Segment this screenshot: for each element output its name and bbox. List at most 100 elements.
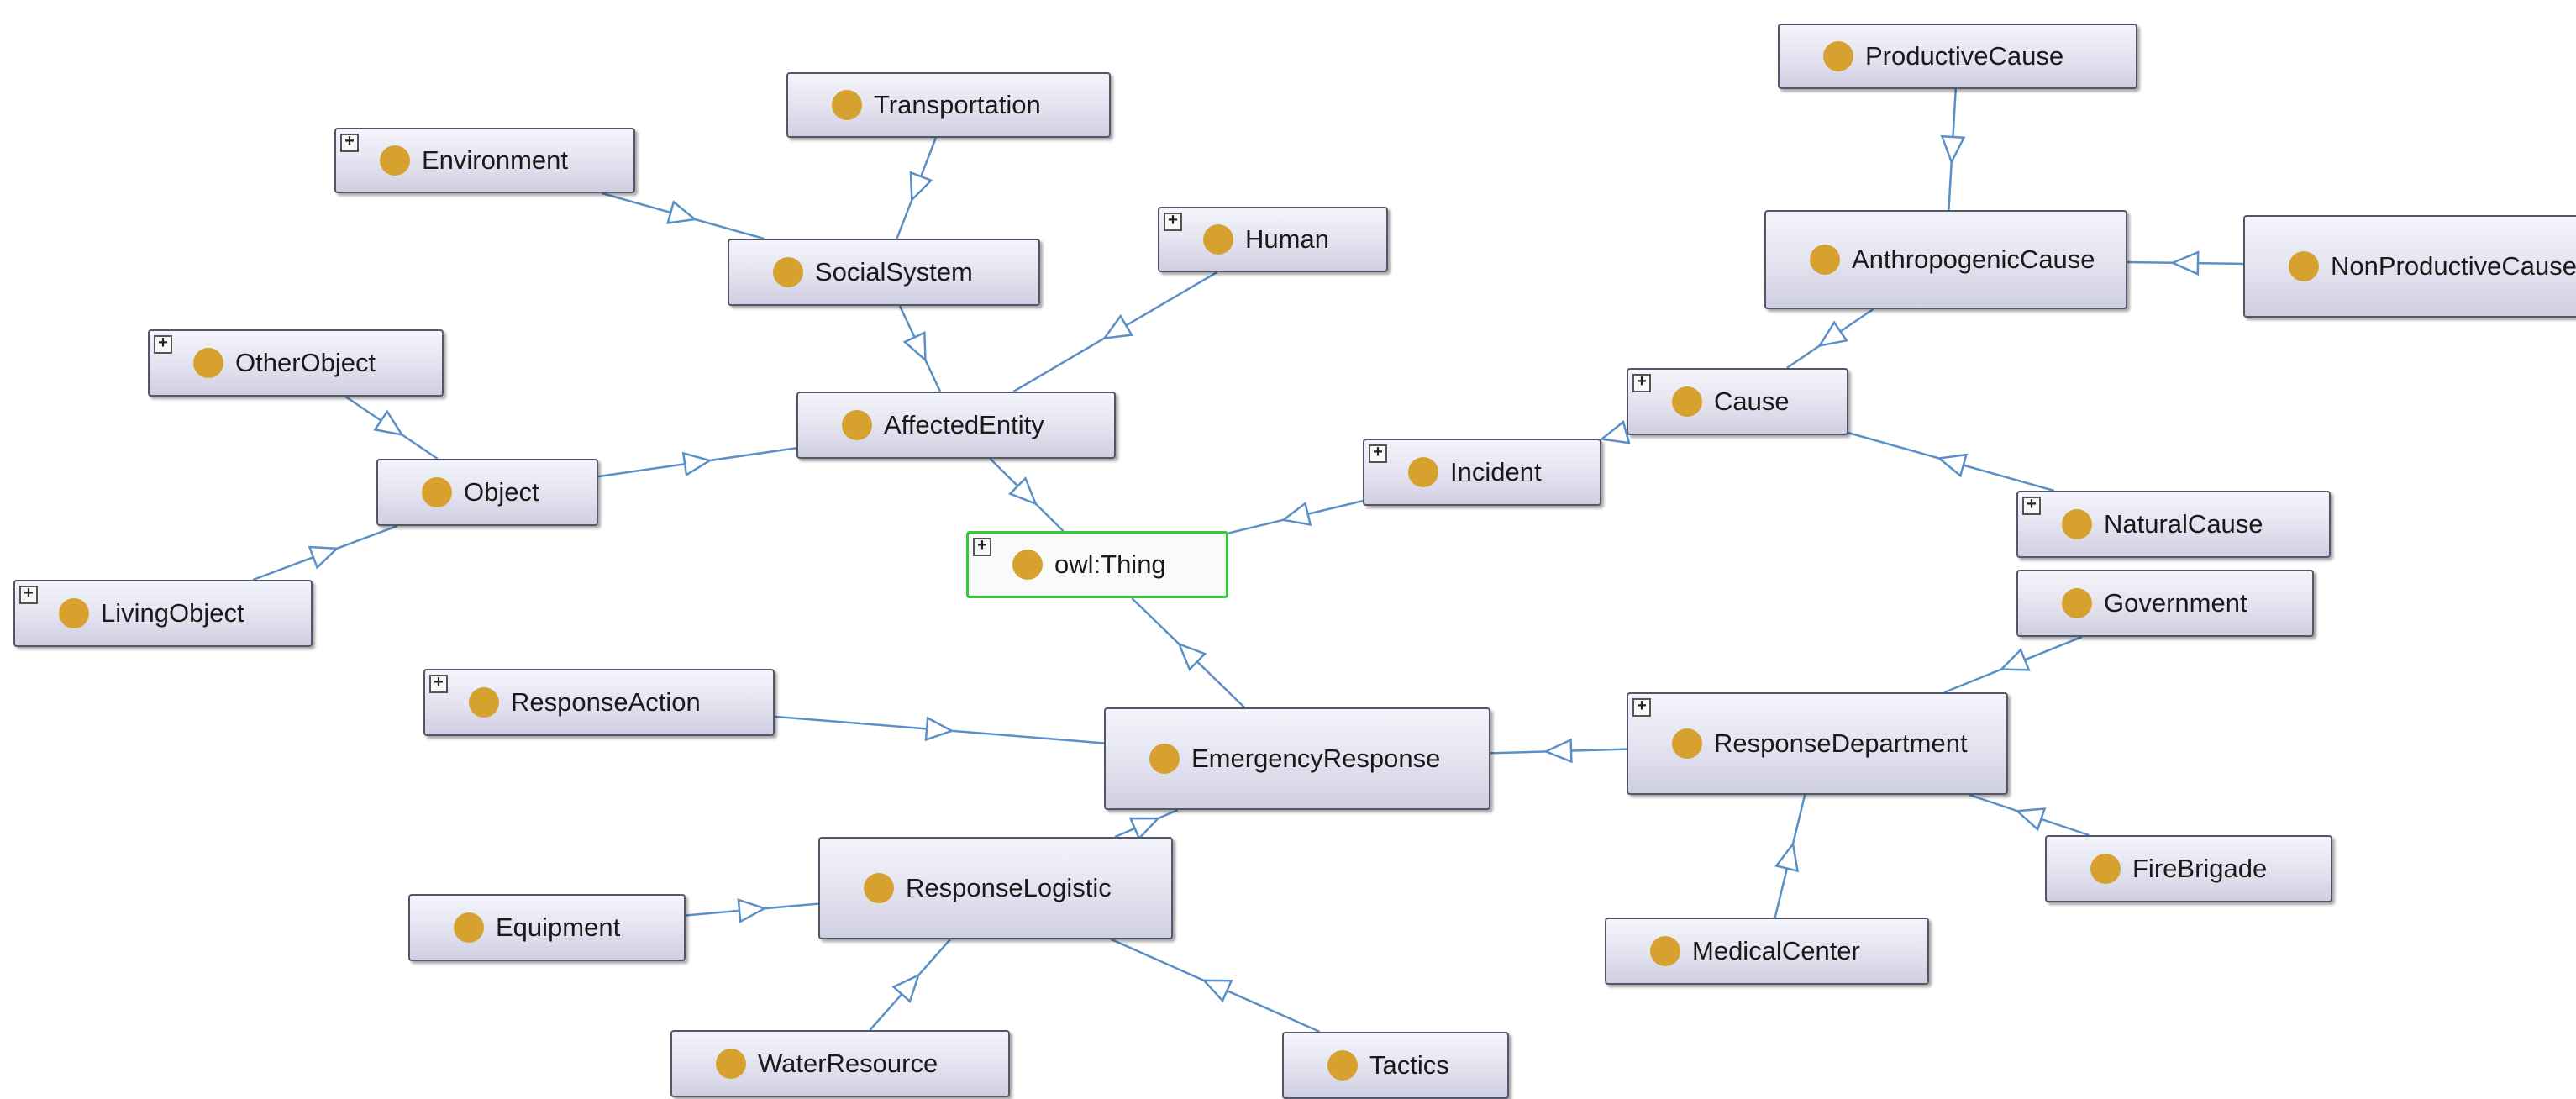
class-node-affected-entity[interactable]: AffectedEntity xyxy=(796,392,1116,459)
class-circle-icon xyxy=(1149,744,1180,774)
class-node-equipment[interactable]: Equipment xyxy=(408,894,686,961)
arrowhead-icon xyxy=(1177,642,1207,672)
expand-icon[interactable]: + xyxy=(154,335,172,354)
class-label: Tactics xyxy=(1369,1050,1449,1080)
subclass-edge-tactics-to-response-logistic xyxy=(1111,938,1321,1033)
arrowhead-icon xyxy=(1007,476,1038,506)
arrowhead-icon xyxy=(666,200,698,224)
class-circle-icon xyxy=(1408,457,1438,487)
arrowhead-icon xyxy=(1599,419,1631,444)
arrowhead-icon xyxy=(373,409,405,437)
class-label: OtherObject xyxy=(235,348,376,377)
class-node-anthropogenic-cause[interactable]: AnthropogenicCause xyxy=(1764,210,2127,309)
arrowhead-icon xyxy=(924,716,955,742)
arrowhead-icon xyxy=(1280,502,1312,527)
arrowhead-icon xyxy=(1543,738,1573,764)
arrowhead-icon xyxy=(1774,841,1800,873)
class-label: LivingObject xyxy=(101,598,244,628)
class-circle-icon xyxy=(1012,550,1043,580)
expand-icon[interactable]: + xyxy=(19,586,38,604)
class-label: Transportation xyxy=(874,90,1041,119)
class-node-social-system[interactable]: SocialSystem xyxy=(728,239,1040,306)
class-label: Equipment xyxy=(496,912,621,942)
subclass-edge-anthropogenic-cause-to-cause xyxy=(1785,308,1874,370)
class-circle-icon xyxy=(454,912,484,943)
class-node-productive-cause[interactable]: ProductiveCause xyxy=(1778,24,2137,89)
class-node-incident[interactable]: + Incident xyxy=(1363,439,1601,506)
arrowhead-icon xyxy=(1936,453,1969,478)
expand-icon[interactable]: + xyxy=(1632,374,1651,392)
class-node-water-resource[interactable]: WaterResource xyxy=(670,1030,1010,1097)
class-label: FireBrigade xyxy=(2132,854,2268,883)
arrowhead-icon xyxy=(2014,807,2047,832)
class-circle-icon xyxy=(864,873,894,903)
class-node-owl-thing[interactable]: +owl:Thing xyxy=(966,531,1228,598)
subclass-edge-living-object-to-object xyxy=(252,524,398,581)
expand-icon[interactable]: + xyxy=(1164,213,1182,231)
class-label: Environment xyxy=(422,145,569,175)
class-label: Incident xyxy=(1450,457,1542,486)
class-circle-icon xyxy=(832,90,862,120)
expand-icon[interactable]: + xyxy=(429,675,448,693)
class-node-response-department[interactable]: + ResponseDepartment xyxy=(1627,692,2008,795)
class-label: Human xyxy=(1245,224,1329,254)
subclass-edge-fire-brigade-to-response-department xyxy=(1969,793,2090,837)
subclass-edge-government-to-response-department xyxy=(1943,635,2083,694)
class-node-non-productive-cause[interactable]: NonProductiveCause xyxy=(2243,215,2576,318)
expand-icon[interactable]: + xyxy=(1369,444,1387,463)
class-node-response-logistic[interactable]: ResponseLogistic xyxy=(818,837,1173,939)
arrowhead-icon xyxy=(1101,313,1133,340)
arrowhead-icon xyxy=(1817,320,1848,348)
class-node-natural-cause[interactable]: +NaturalCause xyxy=(2016,491,2331,558)
class-label: Object xyxy=(464,477,539,507)
class-label: EmergencyResponse xyxy=(1191,744,1441,773)
arrowhead-icon xyxy=(2169,250,2200,276)
class-circle-icon xyxy=(1823,41,1853,71)
class-label: ResponseDepartment xyxy=(1714,728,1968,758)
class-label: NonProductiveCause xyxy=(2331,251,2576,281)
class-label: MedicalCenter xyxy=(1692,936,1860,965)
class-circle-icon xyxy=(59,598,89,628)
class-node-other-object[interactable]: + OtherObject xyxy=(148,329,444,397)
subclass-edge-response-action-to-emergency-response xyxy=(774,715,1105,744)
expand-icon[interactable]: + xyxy=(973,538,991,556)
class-node-human[interactable]: + Human xyxy=(1158,207,1388,272)
class-circle-icon xyxy=(422,477,452,507)
class-node-living-object[interactable]: + LivingObject xyxy=(13,580,313,647)
class-label: ResponseAction xyxy=(511,687,701,717)
subclass-edge-transportation-to-social-system xyxy=(896,137,938,239)
class-circle-icon xyxy=(1672,728,1702,759)
class-node-transportation[interactable]: Transportation xyxy=(786,72,1111,138)
subclass-edge-equipment-to-response-logistic xyxy=(685,898,819,923)
class-node-object[interactable]: Object xyxy=(376,459,598,526)
subclass-edge-natural-cause-to-cause xyxy=(1848,431,2055,492)
subclass-edge-cause-to-incident xyxy=(1599,419,1631,444)
class-node-emergency-response[interactable]: EmergencyResponse xyxy=(1104,707,1490,810)
class-label: Government xyxy=(2104,588,2247,618)
class-node-government[interactable]: Government xyxy=(2016,570,2314,637)
class-circle-icon xyxy=(1650,936,1680,966)
class-circle-icon xyxy=(1810,245,1840,275)
expand-icon[interactable]: + xyxy=(1632,698,1651,717)
class-node-cause[interactable]: + Cause xyxy=(1627,368,1848,435)
class-node-tactics[interactable]: Tactics xyxy=(1282,1032,1509,1099)
expand-icon[interactable]: + xyxy=(340,134,359,152)
class-node-environment[interactable]: + Environment xyxy=(334,128,635,193)
subclass-edge-human-to-affected-entity xyxy=(1012,271,1218,393)
class-label: AffectedEntity xyxy=(884,410,1044,439)
class-label: ResponseLogistic xyxy=(906,873,1112,902)
class-node-medical-center[interactable]: MedicalCenter xyxy=(1605,918,1929,985)
class-label: SocialSystem xyxy=(815,257,973,287)
subclass-edge-environment-to-social-system xyxy=(601,192,765,240)
subclass-edge-other-object-to-object xyxy=(344,395,439,460)
class-circle-icon xyxy=(2090,854,2121,884)
expand-icon[interactable]: + xyxy=(2022,497,2041,515)
class-circle-icon xyxy=(193,348,223,378)
class-node-response-action[interactable]: + ResponseAction xyxy=(423,669,775,736)
class-circle-icon xyxy=(1203,224,1233,255)
class-label: ProductiveCause xyxy=(1865,41,2064,71)
arrowhead-icon xyxy=(902,330,927,363)
class-node-fire-brigade[interactable]: FireBrigade xyxy=(2045,835,2332,902)
class-label: Cause xyxy=(1714,386,1790,416)
arrowhead-icon xyxy=(1940,134,1966,166)
